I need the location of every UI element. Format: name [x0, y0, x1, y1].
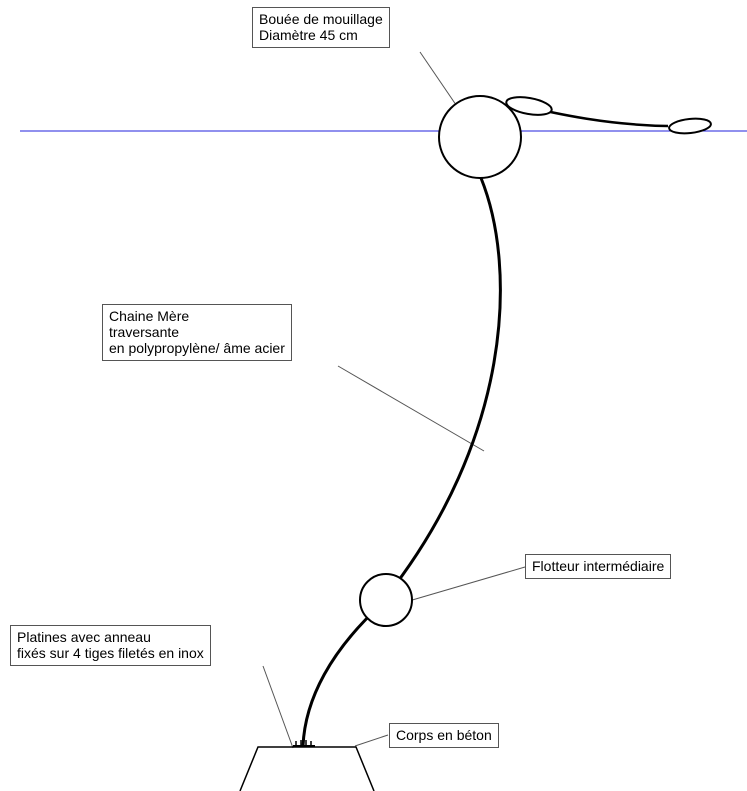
- buoy-label-line1: Bouée de mouillage: [259, 11, 383, 27]
- chain-label-line3: en polypropylène/ âme acier: [109, 340, 285, 356]
- pickup-loop-far: [668, 117, 712, 135]
- float-label: Flotteur intermédiaire: [525, 554, 672, 579]
- concrete-label: Corps en béton: [389, 723, 499, 748]
- mooring-buoy: [438, 95, 522, 179]
- concrete-block: [239, 746, 375, 791]
- mother-chain-rope: [384, 177, 502, 598]
- chain-leader-line: [337, 365, 485, 452]
- chain-label: Chaine Mère traversante en polypropylène…: [102, 304, 292, 361]
- buoy-label: Bouée de mouillage Diamètre 45 cm: [252, 7, 390, 48]
- float-leader-line: [401, 566, 526, 604]
- chain-label-line2: traversante: [109, 324, 180, 340]
- plates-leader-line: [262, 665, 294, 749]
- chain-label-line1: Chaine Mère: [109, 308, 190, 324]
- concrete-leader-line: [354, 734, 389, 747]
- plates-label-line1: Platines avec anneau: [17, 629, 151, 645]
- float-label-line1: Flotteur intermédiaire: [532, 558, 665, 574]
- plates-label-line2: fixés sur 4 tiges filetés en inox: [17, 645, 204, 661]
- buoy-label-line2: Diamètre 45 cm: [259, 27, 358, 43]
- plates-label: Platines avec anneau fixés sur 4 tiges f…: [10, 625, 211, 666]
- shackle-plate-icon: [293, 740, 315, 747]
- intermediate-float: [359, 573, 413, 627]
- concrete-label-line1: Corps en béton: [396, 727, 492, 743]
- pickup-loop-near: [505, 96, 553, 116]
